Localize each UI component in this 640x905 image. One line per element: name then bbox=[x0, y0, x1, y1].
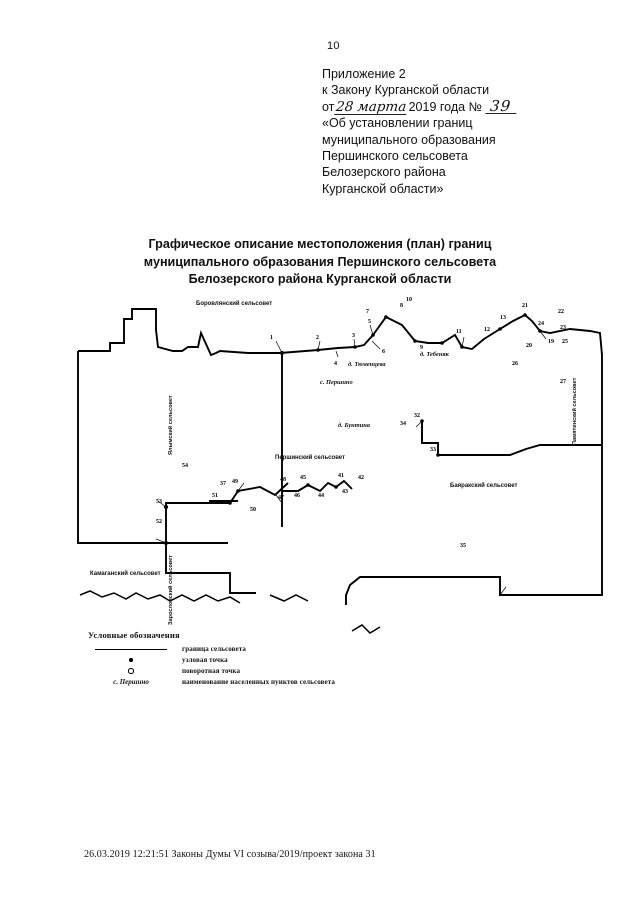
vertex-label-49: 49 bbox=[232, 479, 238, 485]
vertex-label-8: 8 bbox=[400, 303, 403, 309]
boundary-internal-right bbox=[421, 421, 602, 456]
vertex-label-2: 2 bbox=[316, 335, 319, 341]
vertex-label-27: 27 bbox=[560, 379, 566, 385]
law-number-handwritten: 39 bbox=[485, 97, 518, 115]
footer-text: 26.03.2019 12:21:51 Законы Думы VI созыв… bbox=[84, 849, 376, 860]
vertex-label-37: 37 bbox=[220, 481, 226, 487]
legend-symbol-circle-icon bbox=[88, 666, 174, 676]
neighbor-label-borovlyanskiy: Боровлянский сельсовет bbox=[196, 301, 273, 307]
vertex-label-41: 41 bbox=[338, 473, 344, 479]
header-quoted-line-3: Першинского сельсовета bbox=[322, 149, 468, 164]
vertex-label-26: 26 bbox=[512, 361, 518, 367]
boundary-mid-left bbox=[209, 479, 353, 503]
vertex-label-7: 7 bbox=[366, 309, 369, 315]
vertex-label-10: 10 bbox=[406, 297, 412, 303]
boundary-lower-right-wiggle bbox=[269, 594, 381, 634]
boundary-bottom-wiggle bbox=[79, 590, 241, 604]
legend-row-node: узловая точка bbox=[88, 655, 488, 665]
map-title-line-2: муниципального образования Першинского с… bbox=[143, 254, 497, 269]
legend: Условные обозначения граница сельсовета … bbox=[88, 630, 488, 688]
header-line-law: к Закону Курганской области bbox=[322, 83, 490, 98]
vertex-label-35: 35 bbox=[460, 543, 466, 549]
vertex-label-21: 21 bbox=[522, 303, 528, 309]
neighbor-label-pamyatinskiy: Памятинский сельсовет bbox=[572, 377, 578, 445]
settlement-label-buntina: д. Бунтина bbox=[338, 422, 370, 429]
vertex-label-3: 3 bbox=[352, 333, 355, 339]
header-quoted-line-4: Белозерского района bbox=[322, 165, 446, 180]
map-title: Графическое описание местоположения (пла… bbox=[70, 236, 570, 289]
vertex-label-54: 54 bbox=[182, 463, 188, 469]
date-suffix: 2019 года № bbox=[408, 99, 482, 114]
legend-row-settlement: с. Першино наименование населенных пункт… bbox=[88, 677, 488, 687]
vertex-label-9: 9 bbox=[420, 345, 423, 351]
map-title-line-1: Графическое описание местоположения (пла… bbox=[148, 237, 492, 251]
neighbor-label-zaroslovskiy: Зарословский сельсовет bbox=[168, 555, 174, 625]
legend-label-settlement: наименование населенных пунктов сельсове… bbox=[182, 678, 335, 686]
boundary-lower-left bbox=[77, 351, 289, 594]
vertex-label-19: 19 bbox=[548, 339, 554, 345]
vertex-label-6: 6 bbox=[382, 349, 385, 355]
legend-symbol-dot-icon bbox=[88, 655, 174, 665]
vertex-label-5: 5 bbox=[368, 319, 371, 325]
boundary-map-svg: 1 2 3 4 5 6 7 8 9 10 11 12 13 19 20 21 2… bbox=[77, 297, 603, 634]
vertex-label-46: 46 bbox=[294, 493, 300, 499]
settlement-label-tebenyak: д. Тебеняк bbox=[420, 351, 449, 358]
legend-row-turning: поворотная точка bbox=[88, 666, 488, 676]
vertex-label-4: 4 bbox=[334, 361, 337, 367]
legend-label-boundary: граница сельсовета bbox=[182, 645, 246, 653]
header-quoted-line-5: Курганской области» bbox=[322, 181, 444, 196]
leader-lines bbox=[155, 324, 547, 596]
legend-symbol-settlement-text: с. Першино bbox=[113, 678, 149, 686]
vertex-label-33: 33 bbox=[430, 447, 436, 453]
date-prefix: от bbox=[322, 99, 335, 114]
vertex-label-43: 43 bbox=[342, 489, 348, 495]
neighbor-label-bayarakskiy: Баяракский сельсовет bbox=[450, 483, 518, 489]
vertex-label-52: 52 bbox=[156, 519, 162, 525]
vertex-number-labels: 1 2 3 4 5 6 7 8 9 10 11 12 13 19 20 21 2… bbox=[156, 297, 568, 549]
vertex-label-34: 34 bbox=[400, 421, 406, 427]
vertex-label-20: 20 bbox=[526, 343, 532, 349]
vertex-label-24: 24 bbox=[538, 321, 544, 327]
neighbor-label-yalymskiy: Ялымский сельсовет bbox=[168, 395, 174, 455]
map-drawing: 1 2 3 4 5 6 7 8 9 10 11 12 13 19 20 21 2… bbox=[70, 295, 610, 645]
legend-symbol-line bbox=[88, 644, 174, 654]
vertex-label-23: 23 bbox=[560, 325, 566, 331]
legend-label-turning: поворотная точка bbox=[182, 667, 241, 675]
neighbor-label-kamaganskiy: Камаганский сельсовет bbox=[90, 571, 161, 577]
header-block: Приложение 2 к Закону Курганской области… bbox=[322, 66, 612, 197]
vertex-label-12: 12 bbox=[484, 327, 490, 333]
own-district-label: Першинский сельсовет bbox=[275, 455, 345, 461]
vertex-label-48: 48 bbox=[280, 477, 286, 483]
vertex-label-1: 1 bbox=[270, 335, 273, 341]
legend-label-node: узловая точка bbox=[182, 656, 228, 664]
map-title-line-3: Белозерского района Курганской области bbox=[188, 272, 452, 286]
vertex-label-25: 25 bbox=[562, 339, 568, 345]
header-quoted-line-2: муниципального образования bbox=[322, 132, 496, 147]
vertex-label-22: 22 bbox=[558, 309, 564, 315]
boundary-outline bbox=[78, 308, 603, 605]
header-quoted-line-1: «Об установлении границ bbox=[322, 116, 473, 131]
vertex-label-42: 42 bbox=[358, 475, 364, 481]
vertex-label-45: 45 bbox=[300, 475, 306, 481]
vertex-label-44: 44 bbox=[318, 493, 324, 499]
vertex-label-32: 32 bbox=[414, 413, 420, 419]
settlement-label-tyumentseva: д. Тюменцева bbox=[348, 361, 386, 368]
vertex-label-53: 53 bbox=[156, 499, 162, 505]
legend-row-boundary: граница сельсовета bbox=[88, 644, 488, 654]
date-handwritten: 28 марта bbox=[334, 98, 409, 115]
vertex-label-50: 50 bbox=[250, 507, 256, 513]
vertex-label-11: 11 bbox=[456, 329, 462, 335]
header-line-date: от 28 марта 2019 года № 39 bbox=[322, 97, 612, 115]
vertex-label-13: 13 bbox=[500, 315, 506, 321]
vertex-label-47: 47 bbox=[278, 495, 284, 501]
header-line-appendix: Приложение 2 bbox=[322, 67, 406, 81]
legend-symbol-settlement-name: с. Першино bbox=[88, 677, 174, 687]
settlement-label-pershino: с. Першино bbox=[320, 379, 353, 386]
vertex-label-51: 51 bbox=[212, 493, 218, 499]
legend-title: Условные обозначения bbox=[88, 630, 180, 640]
page-number: 10 bbox=[327, 40, 340, 52]
